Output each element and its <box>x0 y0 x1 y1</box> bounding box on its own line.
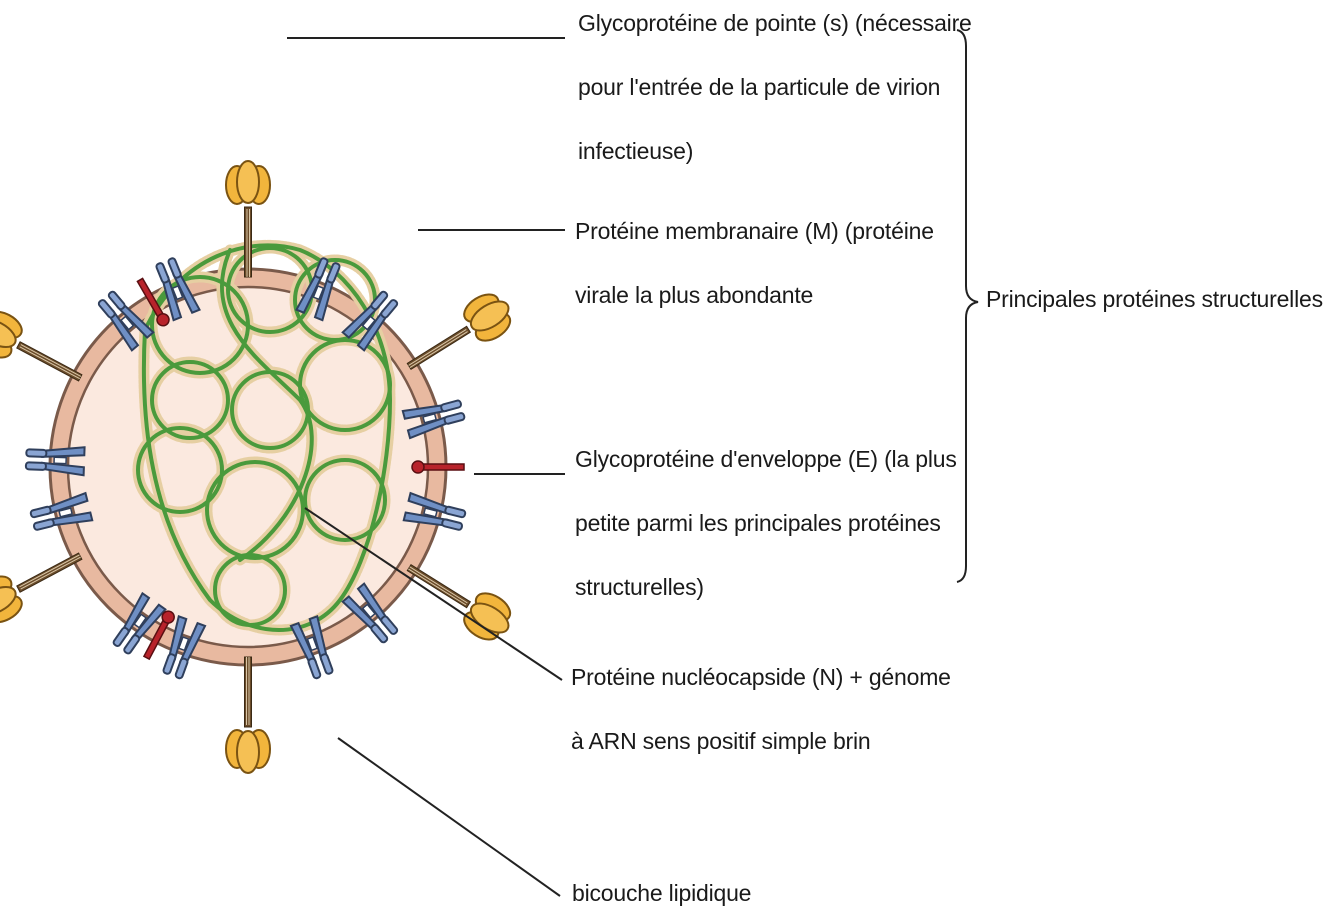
label-envelope-line3: structurelles) <box>575 574 957 600</box>
label-structural-proteins-group: Principales protéines structurelles <box>986 286 1323 312</box>
label-nucleocapsid: Protéine nucléocapside (N) + génome à AR… <box>571 664 951 754</box>
label-envelope-line1: Glycoprotéine d'enveloppe (E) (la plus <box>575 446 957 510</box>
label-membrane-line1: Protéine membranaire (M) (protéine <box>575 218 934 282</box>
label-membrane-protein: Protéine membranaire (M) (protéine viral… <box>575 218 934 308</box>
spike-protein <box>226 161 270 277</box>
label-envelope-line2: petite parmi les principales protéines <box>575 510 957 574</box>
label-spike-line1: Glycoprotéine de pointe (s) (nécessaire <box>578 10 972 74</box>
label-lipid-bilayer: bicouche lipidique <box>572 880 751 906</box>
label-spike-line3: infectieuse) <box>578 138 972 164</box>
label-envelope-glycoprotein: Glycoprotéine d'enveloppe (E) (la plus p… <box>575 446 957 600</box>
label-nucleocapsid-line2: à ARN sens positif simple brin <box>571 728 951 754</box>
label-spike-line2: pour l'entrée de la particule de virion <box>578 74 972 138</box>
label-nucleocapsid-line1: Protéine nucléocapside (N) + génome <box>571 664 951 728</box>
leader-lipid <box>338 738 560 896</box>
label-spike-glycoprotein: Glycoprotéine de pointe (s) (nécessaire … <box>578 10 972 164</box>
label-membrane-line2: virale la plus abondante <box>575 282 934 308</box>
label-lipid-line1: bicouche lipidique <box>572 880 751 906</box>
spike-protein <box>226 657 270 773</box>
